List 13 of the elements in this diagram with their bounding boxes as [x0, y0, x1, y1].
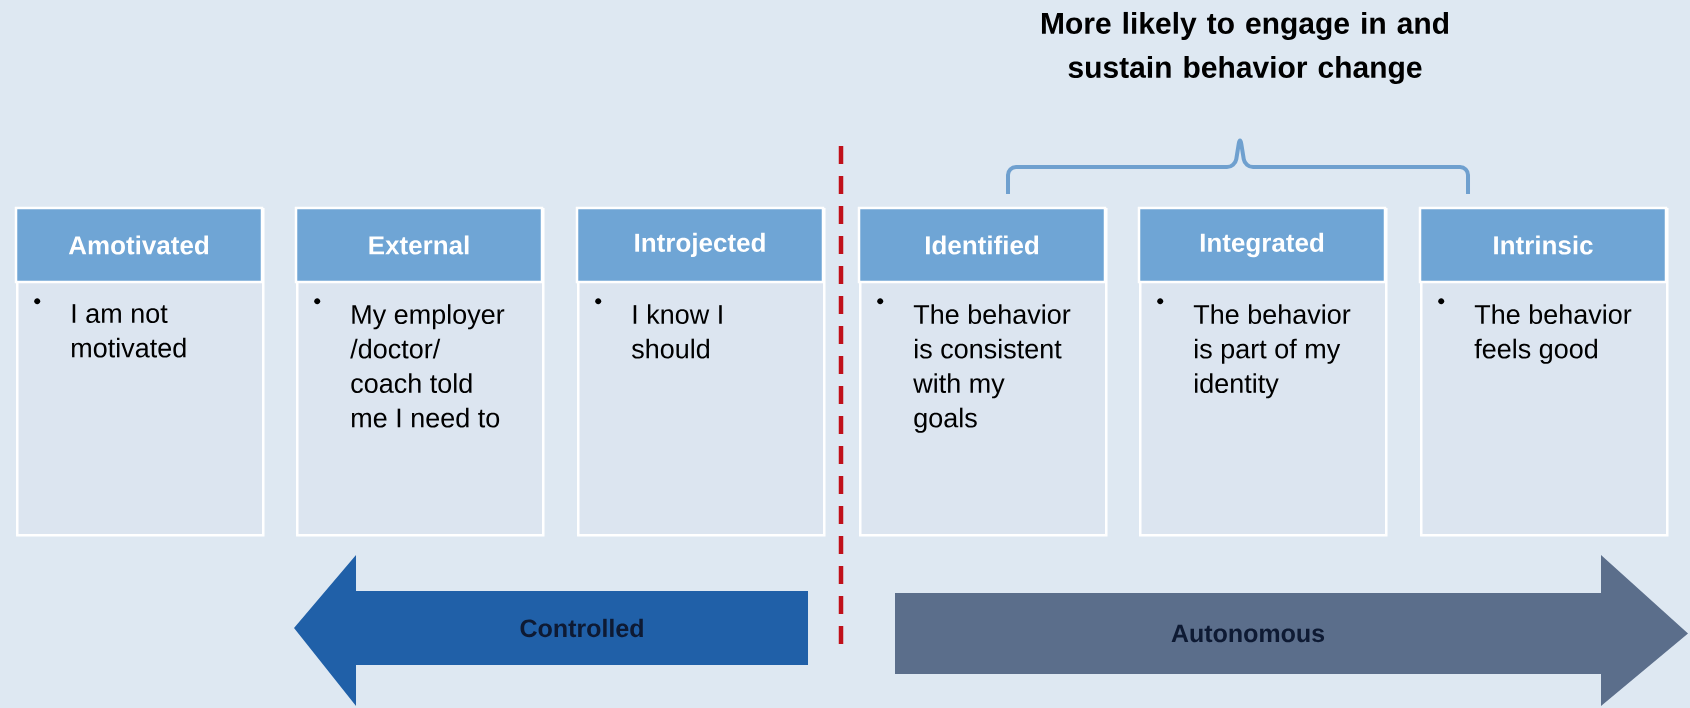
bullet-text: The behavior feels good [1438, 298, 1632, 364]
level-heading: External [369, 235, 469, 255]
bullet-text: My employer /doctor/ coach told me I need to [314, 298, 505, 428]
level-heading: Integrated [1200, 232, 1324, 258]
bullet-text: The behavior is consistent with my goals [877, 298, 1071, 433]
level-heading: Identified [925, 235, 1039, 255]
bullet-text: I know I should [595, 298, 722, 359]
bullet-text: The behavior is part of my identity [1157, 298, 1351, 399]
level-heading: Intrinsic [1494, 235, 1593, 255]
title: More likely to engage in and sustain behavior change [1042, 11, 1449, 85]
level-heading: Amotivated [68, 235, 209, 255]
bullet-text: I am not motivated [34, 298, 186, 358]
level-heading: Introjected [635, 232, 765, 258]
